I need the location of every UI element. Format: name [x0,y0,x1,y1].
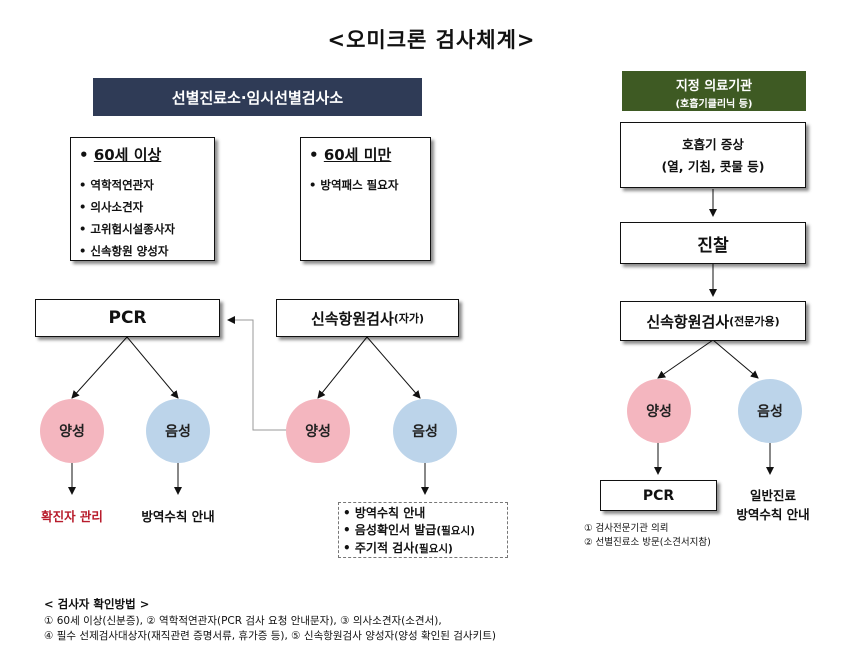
designated-clinic-subtitle: (호흡기클리닉 등) [675,99,753,110]
over60-item: • 신속항원 양성자 [79,244,169,258]
screening-center-header: 선별진료소·임시선별검사소 [93,78,422,116]
over60-box: • 60세 이상 • 역학적연관자 • 의사소견자 • 고위험시설종사자 • 신… [70,137,215,261]
under60-heading: • 60세 미만 [309,146,392,164]
general-care-guidance: 방역수칙 안내 [736,507,810,522]
general-care-result: 일반진료 방역수칙 안내 [718,486,828,524]
respiratory-symptoms-box: 호흡기 증상 (열, 기침, 콧물 등) [620,122,806,188]
negative-actions-box: • 방역수칙 안내 • 음성확인서 발급(필요시) • 주기적 검사(필요시) [338,502,508,558]
negative-action-item: • 음성확인서 발급(필요시) [343,523,475,537]
under60-item: • 방역패스 필요자 [309,178,399,192]
over60-item: • 고위험시설종사자 [79,222,175,236]
pcr-negative-circle: 음성 [146,399,210,463]
pro-positive-circle: 양성 [627,379,691,443]
pcr-test-box: PCR [35,299,220,337]
rapid-antigen-self-box: 신속항원검사(자가) [276,299,459,337]
rapid-antigen-pro-label: 신속항원검사 [646,312,730,331]
pcr-positive-circle: 양성 [40,399,104,463]
confirmed-case-management: 확진자 관리 [41,509,103,524]
symptoms-examples: (열, 기침, 콧물 등) [661,159,765,174]
quarantine-guidance: 방역수칙 안내 [141,509,215,524]
page-title: <오미크론 검사체계> [327,28,536,52]
over60-heading: • 60세 이상 [79,146,162,164]
rapid-antigen-suffix: (자가) [393,312,425,325]
pcr-notes: ① 검사전문기관 의뢰 ② 선별진료소 방문(소견서지참) [584,522,814,550]
over60-item: • 의사소견자 [79,200,144,214]
rapid-antigen-label: 신속항원검사 [310,309,394,328]
under60-box: • 60세 미만 • 방역패스 필요자 [300,137,431,261]
verification-line: ④ 필수 선제검사대상자(재직관련 증명서류, 휴가증 등), ⑤ 신속항원검사… [44,630,497,642]
verification-title: < 검사자 확인방법 > [44,597,150,611]
designated-clinic-header: 지정 의료기관 (호흡기클리닉 등) [622,71,806,111]
designated-clinic-title: 지정 의료기관 [675,79,753,94]
rapid-antigen-pro-box: 신속항원검사(전문가용) [620,301,806,341]
verification-methods: ① 60세 이상(신분증), ② 역학적연관자(PCR 검사 요청 안내문자),… [44,614,844,644]
rapid-antigen-pro-suffix: (전문가용) [729,315,780,328]
pcr-note-item: ① 검사전문기관 의뢰 [584,523,669,534]
general-care-label: 일반진료 [749,488,796,503]
rapid-positive-circle: 양성 [286,399,350,463]
over60-item: • 역학적연관자 [79,178,154,192]
right-pcr-box: PCR [600,480,717,511]
negative-action-item: • 방역수칙 안내 [343,506,426,520]
symptoms-title: 호흡기 증상 [682,137,744,152]
pcr-note-item: ② 선별진료소 방문(소견서지참) [584,537,711,548]
rapid-negative-circle: 음성 [393,399,457,463]
examination-box: 진찰 [620,222,806,264]
verification-line: ① 60세 이상(신분증), ② 역학적연관자(PCR 검사 요청 안내문자),… [44,615,442,627]
negative-action-item: • 주기적 검사(필요시) [343,541,453,555]
pro-negative-circle: 음성 [738,379,802,443]
